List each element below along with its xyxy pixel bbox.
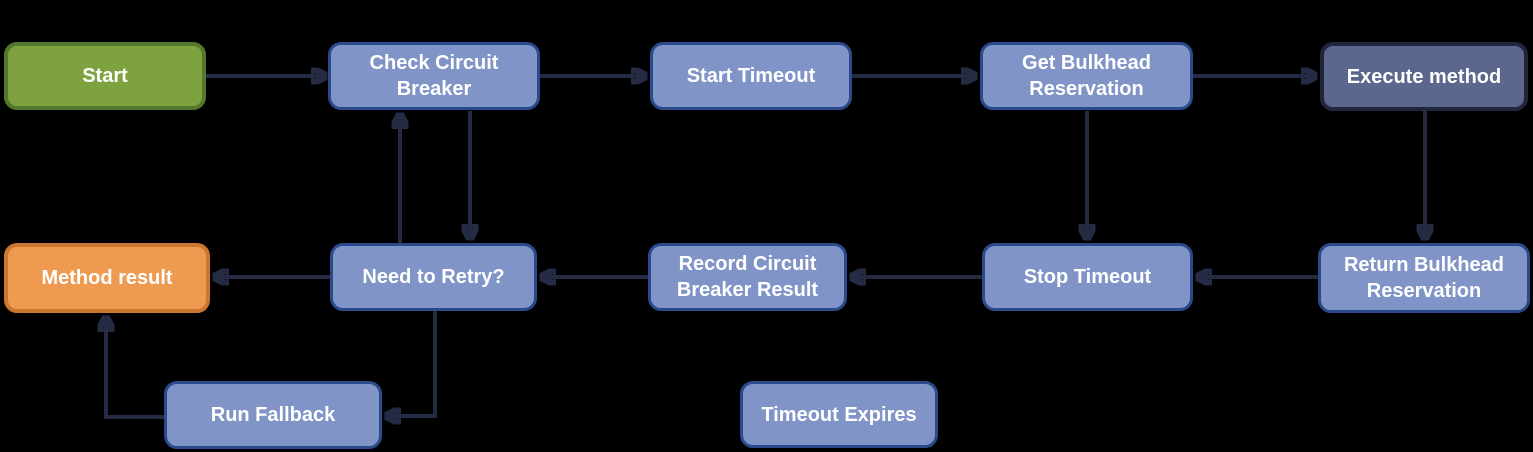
node-need-to-retry: Need to Retry?	[330, 243, 537, 311]
node-label: Get Bulkhead Reservation	[1022, 52, 1151, 100]
node-label: Run Fallback	[210, 404, 336, 426]
node-method-result: Method result	[4, 243, 210, 313]
node-label: Record Circuit Breaker Result	[676, 253, 819, 301]
node-label: Method result	[41, 267, 173, 289]
node-check-circuit-breaker: Check Circuit Breaker	[328, 42, 540, 110]
node-label: Return Bulkhead Reservation	[1343, 254, 1505, 302]
edge-run-fallback-to-method-result	[106, 317, 164, 419]
node-get-bulkhead-reservation: Get Bulkhead Reservation	[980, 42, 1193, 110]
node-start-timeout: Start Timeout	[650, 42, 852, 110]
node-timeout-expires: Timeout Expires	[740, 381, 938, 448]
node-label: Execute method	[1346, 65, 1502, 88]
node-record-circuit-breaker-result: Record Circuit Breaker Result	[648, 243, 847, 311]
node-stop-timeout: Stop Timeout	[982, 243, 1193, 311]
node-execute-method: Execute method	[1320, 42, 1528, 111]
node-label: Stop Timeout	[1023, 266, 1152, 288]
node-start: Start	[4, 42, 206, 110]
node-label: Need to Retry?	[362, 266, 505, 288]
node-return-bulkhead-reservation: Return Bulkhead Reservation	[1318, 243, 1530, 313]
edge-need-to-retry-to-run-fallback	[386, 311, 437, 416]
node-label: Timeout Expires	[761, 403, 917, 426]
node-label: Start	[82, 65, 128, 87]
node-label: Start Timeout	[686, 65, 816, 87]
node-run-fallback: Run Fallback	[164, 381, 382, 449]
node-label: Check Circuit Breaker	[369, 52, 499, 100]
